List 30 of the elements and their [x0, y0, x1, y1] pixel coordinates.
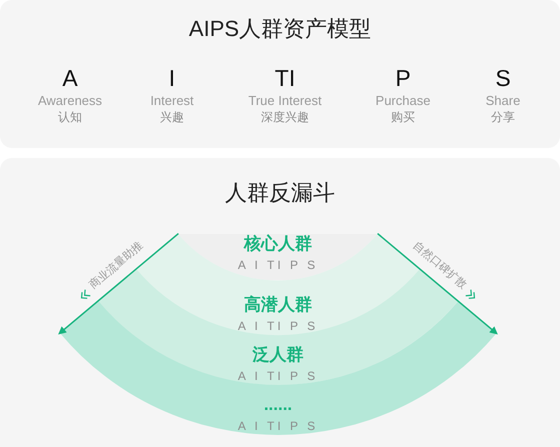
audience-label: 核心人群 [244, 234, 312, 254]
stage-letter: TI [274, 64, 296, 92]
card-background [0, 158, 560, 447]
stage-name: Awareness [38, 92, 102, 109]
stage-letter: P [395, 64, 411, 92]
stage-name: True Interest [248, 92, 322, 109]
stage-letter: I [168, 64, 176, 92]
stage-name-chinese: 深度兴趣 [261, 109, 309, 125]
stage-name-chinese: 分享 [491, 109, 515, 125]
stage-name: Share [486, 92, 520, 109]
stage-letters: A I TI P S [238, 318, 318, 333]
edge-label: 商业流量助推 [86, 238, 146, 292]
audience-label: 高潜人群 [244, 294, 312, 315]
stage-letters: A I TI P S [238, 368, 318, 383]
heading: 人群反漏斗 [224, 179, 336, 207]
stage-name: Interest [150, 92, 194, 109]
arrow [377, 232, 498, 334]
stage-name-chinese: 兴趣 [160, 109, 184, 125]
audience-label: 泛人群 [252, 344, 304, 365]
audience-label: ...... [264, 394, 292, 415]
stage-letters: A I TI P S [238, 418, 318, 433]
stage-name: Purchase [376, 92, 430, 109]
stage-name-chinese: 认知 [58, 109, 82, 125]
stage-letter: A [62, 64, 78, 92]
heading: AIPS人群资产模型 [188, 15, 372, 43]
stage-letters: A I TI P S [238, 258, 318, 272]
stage-letter: S [495, 64, 511, 92]
arrow [58, 232, 179, 334]
stage-name-chinese: 购买 [391, 109, 415, 125]
edge-label: 自然口碑扩散 [409, 238, 470, 292]
